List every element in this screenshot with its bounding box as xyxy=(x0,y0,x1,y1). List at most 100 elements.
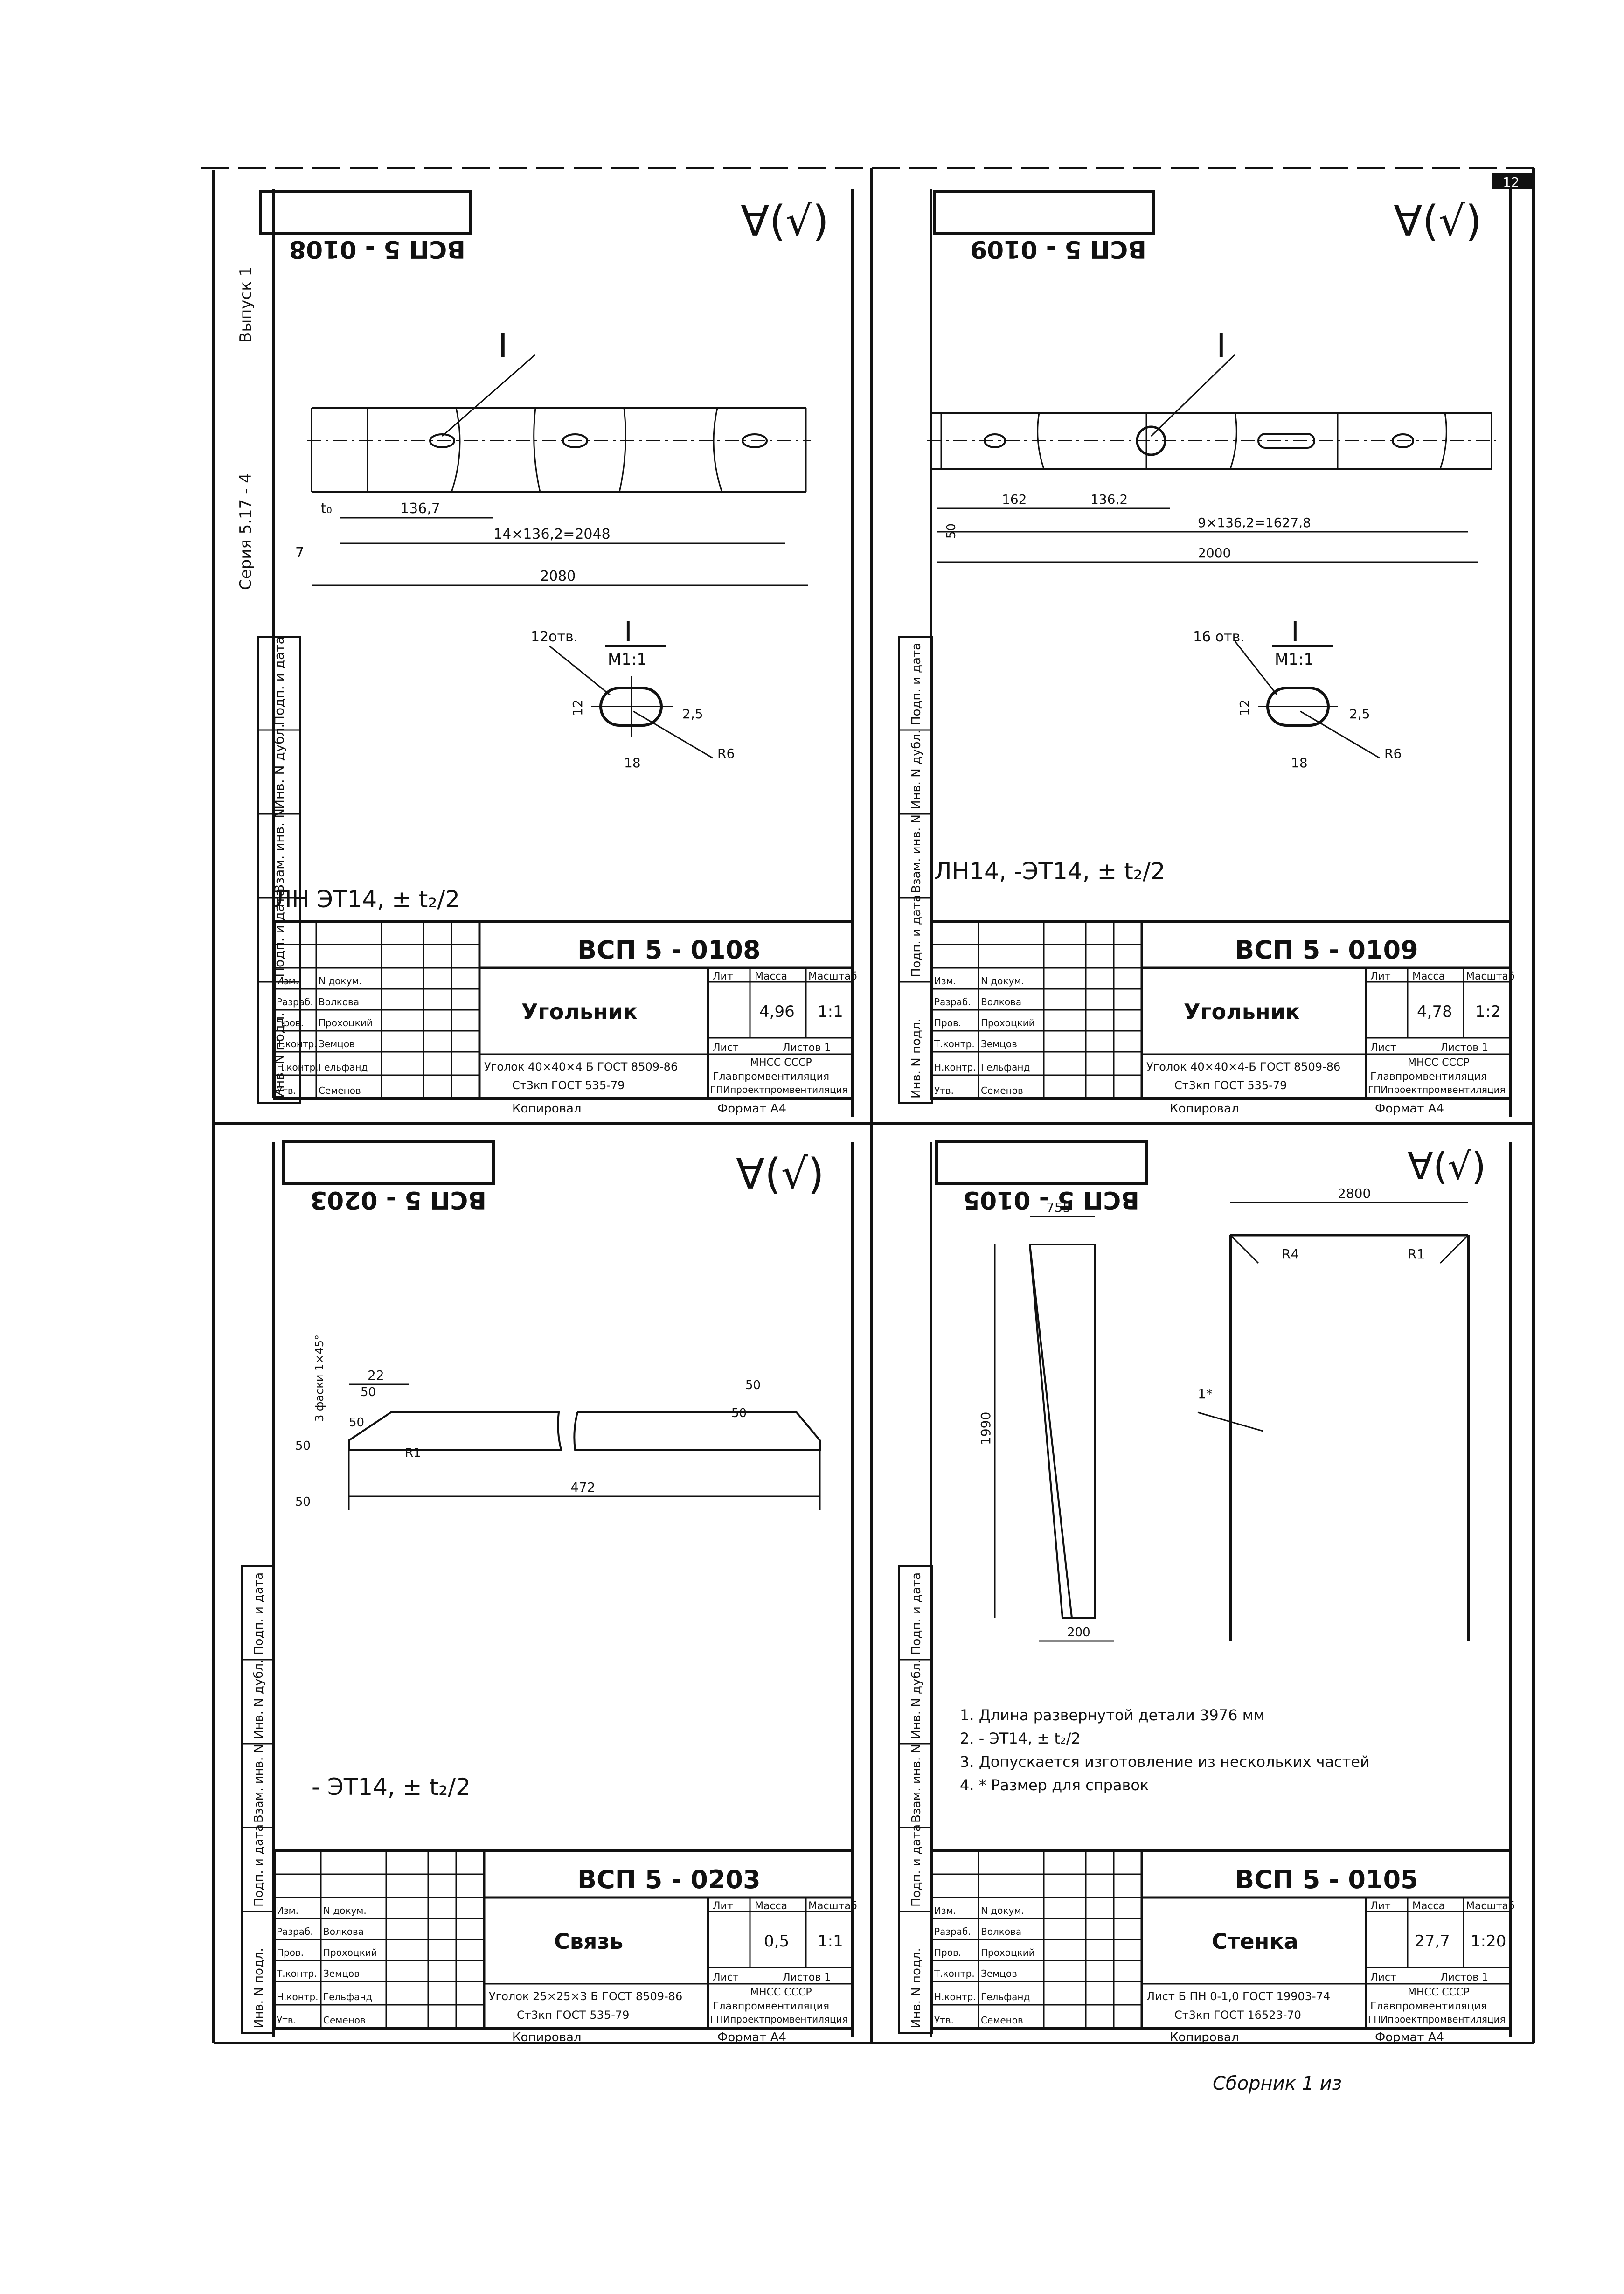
sheet-label: Лист xyxy=(713,1972,739,1983)
mirror-stamp-code: ВСП 5 - 0203 xyxy=(310,1186,486,1214)
format-label: Формат А4 xyxy=(1375,1102,1444,1116)
dim-roughness: 2,5 xyxy=(1349,706,1370,722)
name-1: Волкова xyxy=(323,1926,364,1937)
section-mark: I xyxy=(498,327,508,365)
org-1: МНСС СССР xyxy=(1408,1987,1470,1998)
strip-label-3: Инв. N дубл. xyxy=(271,724,287,809)
dim-chamfer-note: 3 фаски 1×45° xyxy=(313,1335,326,1422)
strip-label-4: Подп. и дата xyxy=(909,1572,923,1655)
left-strip: Инв. N подл. Подп. и дата Взам. инв. N И… xyxy=(899,1572,932,2028)
sheet-label: Лист xyxy=(713,1042,739,1054)
col-scale: Масштаб xyxy=(808,1900,857,1912)
name-2: Прохоцкий xyxy=(319,1017,373,1029)
tolerance-note: ЛН ЭТ14, ± t₂/2 xyxy=(274,886,460,913)
name-1: Волкова xyxy=(319,996,359,1008)
dim-width: 2800 xyxy=(1338,1186,1371,1201)
title-name: Стенка xyxy=(1212,1929,1298,1954)
note-3: 3. Допускается изготовление из нескольки… xyxy=(960,1753,1370,1771)
strip-label-3: Инв. N дубл. xyxy=(252,1660,266,1739)
dim-radius: R1 xyxy=(405,1446,421,1460)
mass-value: 4,96 xyxy=(759,1002,795,1021)
name-0: N докум. xyxy=(323,1905,367,1916)
dim-holes: 16 отв. xyxy=(1193,629,1245,645)
side-note-issue: Выпуск 1 xyxy=(236,266,255,343)
role-3: Т.контр. xyxy=(934,1038,975,1050)
corner-mark: 12 xyxy=(1503,174,1520,190)
roughness-mark: ∀(√) xyxy=(741,197,829,246)
col-lit: Лит xyxy=(1370,971,1391,982)
scale-value: 1:1 xyxy=(818,1932,843,1951)
dim-t0: t₀ xyxy=(321,501,332,517)
name-2: Прохоцкий xyxy=(981,1947,1035,1958)
name-3: Земцов xyxy=(323,1968,360,1979)
brace-part-view: 22 3 фаски 1×45° 50 50 R1 50 472 50 50 5… xyxy=(295,1335,821,1510)
dim-pitch: 136,2 xyxy=(1090,492,1128,507)
name-1: Волкова xyxy=(981,996,1021,1008)
material-1: Уголок 25×25×3 Б ГОСТ 8509-86 xyxy=(489,1990,682,2003)
dim-c: 50 xyxy=(295,1439,311,1453)
title-block: ВСП 5 - 0108 Угольник Лит Масса Масштаб … xyxy=(273,920,857,1116)
role-3: Т.контр. xyxy=(276,1038,317,1050)
format-label: Формат А4 xyxy=(1375,2030,1444,2044)
col-lit: Лит xyxy=(713,1900,733,1912)
role-4: Н.контр. xyxy=(934,1062,976,1073)
note-2: 2. - ЭТ14, ± t₂/2 xyxy=(960,1730,1081,1747)
scale-value: 1:2 xyxy=(1475,1002,1501,1021)
sheet-label: Лист xyxy=(1370,1972,1396,1983)
strip-label-0: Инв. N подл. xyxy=(252,1948,266,2028)
dim-thickness: 1* xyxy=(1198,1386,1213,1402)
sheets-label: Листов 1 xyxy=(1440,1972,1488,1983)
role-5: Утв. xyxy=(934,2015,954,2026)
role-4: Н.контр. xyxy=(277,1991,319,2002)
title-block: ВСП 5 - 0105 Стенка Лит Масса Масштаб 27… xyxy=(930,1849,1515,2044)
wall-side-view: 2800 R4 R1 1* xyxy=(1197,1186,1470,1641)
dim-r4: R4 xyxy=(1282,1246,1299,1262)
strip-label-4: Подп. и дата xyxy=(909,643,923,725)
role-4: Н.контр. xyxy=(934,1991,976,2002)
name-4: Гельфанд xyxy=(323,1991,372,2002)
name-0: N докум. xyxy=(981,975,1024,987)
org-3: ГПИпроектпромвентиляция xyxy=(1368,2014,1506,2025)
title-block: ВСП 5 - 0203 Связь Лит Масса Масштаб 0,5… xyxy=(273,1849,857,2044)
role-0: Изм. xyxy=(277,1905,298,1916)
strip-label-2: Взам. инв. N xyxy=(909,814,923,893)
general-notes: 1. Длина развернутой детали 3976 мм 2. -… xyxy=(960,1706,1370,1794)
dim-height: 1990 xyxy=(978,1412,993,1445)
role-5: Утв. xyxy=(934,1085,954,1096)
drawing-sheet-0105: Инв. N подл. Подп. и дата Взам. инв. N И… xyxy=(898,1140,1515,2044)
strip-label-4: Подп. и дата xyxy=(271,636,287,725)
copied-label: Копировал xyxy=(1170,1102,1239,1116)
roughness-mark: ∀(√) xyxy=(736,1150,824,1199)
sheet-label: Лист xyxy=(1370,1042,1396,1054)
tolerance-note: ЛН14, -ЭТ14, ± t₂/2 xyxy=(934,858,1166,885)
dim-length: 2080 xyxy=(540,568,576,584)
col-lit: Лит xyxy=(713,971,733,982)
note-4: 4. * Размер для справок xyxy=(960,1776,1149,1794)
dim-e: 50 xyxy=(745,1378,761,1392)
strip-label-1: Подп. и дата xyxy=(252,1824,266,1907)
material-1: Уголок 40×40×4 Б ГОСТ 8509-86 xyxy=(484,1060,678,1073)
col-mass: Масса xyxy=(1412,971,1445,982)
dim-a: 50 xyxy=(361,1385,376,1399)
wall-flat-view: 755 1990 200 xyxy=(978,1200,1114,1642)
role-5: Утв. xyxy=(277,1085,296,1096)
title-block: ВСП 5 - 0109 Угольник Лит Масса Масштаб … xyxy=(930,920,1515,1116)
dim-bottom-width: 200 xyxy=(1067,1626,1090,1640)
mass-value: 0,5 xyxy=(764,1932,789,1951)
copied-label: Копировал xyxy=(1170,2030,1239,2044)
title-code: ВСП 5 - 0108 xyxy=(577,935,761,965)
col-scale: Масштаб xyxy=(808,971,857,982)
role-2: Пров. xyxy=(934,1947,961,1958)
name-4: Гельфанд xyxy=(981,1062,1030,1073)
role-0: Изм. xyxy=(934,975,956,987)
name-2: Прохоцкий xyxy=(981,1017,1035,1029)
role-4: Н.контр. xyxy=(277,1062,319,1073)
col-mass: Масса xyxy=(1412,1900,1445,1912)
roughness-mark: ∀(√) xyxy=(1408,1145,1486,1188)
title-code: ВСП 5 - 0105 xyxy=(1235,1865,1418,1894)
scale-value: 1:20 xyxy=(1471,1932,1506,1951)
dim-f: 50 xyxy=(731,1406,747,1420)
name-4: Гельфанд xyxy=(319,1062,368,1073)
title-name: Связь xyxy=(554,1929,623,1954)
strip-label-2: Взам. инв. N xyxy=(909,1744,923,1823)
